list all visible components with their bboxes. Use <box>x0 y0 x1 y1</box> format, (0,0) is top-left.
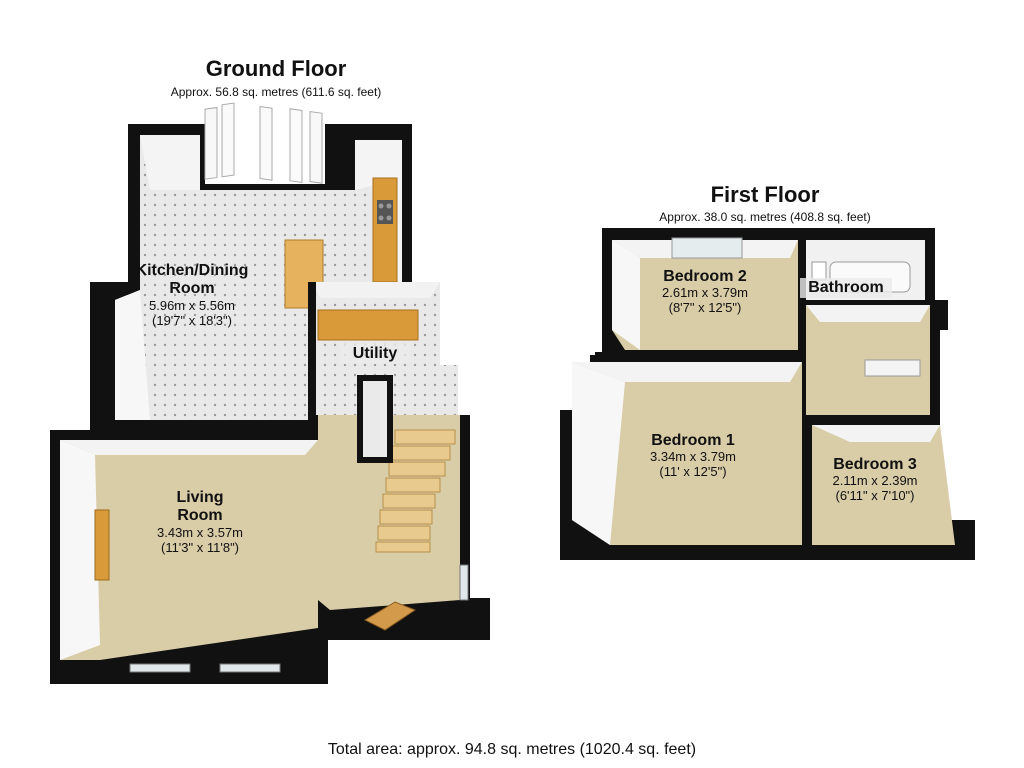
room-name: Bedroom 2 <box>663 268 747 285</box>
kitchen-dining-floor <box>115 135 402 420</box>
room-label-living-room: Living Room 3.43m x 3.57m (11'3" x 11'8"… <box>130 489 270 556</box>
room-label-bedroom-3: Bedroom 3 2.11m x 2.39m (6'11" x 7'10") <box>810 456 940 504</box>
room-name: Room <box>169 280 215 298</box>
room-label-bathroom: Bathroom <box>800 278 892 299</box>
room-dimensions-imperial: (11' x 12'5") <box>659 464 727 480</box>
utility-worktop <box>317 309 419 341</box>
room-name: Room <box>177 507 223 525</box>
room-dimensions-imperial: (11'3" x 11'8") <box>160 539 240 555</box>
room-dimensions-imperial: (6'11" x 7'10") <box>835 488 915 504</box>
bifold-doors <box>204 102 323 184</box>
room-dimensions-metric: 2.61m x 3.79m <box>662 285 748 301</box>
first-floor-plan <box>560 228 975 560</box>
hob <box>377 200 393 224</box>
front-door <box>363 601 417 631</box>
room-name: Bedroom 1 <box>651 432 735 449</box>
room-label-bedroom-1: Bedroom 1 3.34m x 3.79m (11' x 12'5") <box>628 432 758 480</box>
room-name: Kitchen/Dining <box>135 262 249 279</box>
ground-floor-area: Approx. 56.8 sq. metres (611.6 sq. feet) <box>170 85 382 99</box>
staircase <box>375 429 456 553</box>
room-dimensions-metric: 5.96m x 5.56m <box>149 297 235 313</box>
room-name: Bathroom <box>800 278 892 299</box>
first-floor-title: First Floor <box>710 182 820 207</box>
room-name: Bedroom 3 <box>833 456 917 473</box>
fireplace <box>94 509 110 581</box>
first-floor-area: Approx. 38.0 sq. metres (408.8 sq. feet) <box>659 210 871 224</box>
room-name: Utility <box>340 344 410 365</box>
living-room-floor <box>60 440 318 660</box>
room-dimensions-metric: 3.43m x 3.57m <box>157 524 243 540</box>
room-dimensions-metric: 3.34m x 3.79m <box>650 449 736 465</box>
total-area: Total area: approx. 94.8 sq. metres (102… <box>327 741 697 758</box>
ground-floor-title: Ground Floor <box>205 56 347 81</box>
room-name: Living <box>176 489 224 506</box>
ground-floor-plan <box>50 102 490 684</box>
kitchen-worktop <box>372 177 398 283</box>
room-dimensions-metric: 2.11m x 2.39m <box>832 473 918 489</box>
room-dimensions-imperial: (19'7" x 18'3") <box>152 312 232 328</box>
room-label-kitchen-dining: Kitchen/Dining Room 5.96m x 5.56m (19'7"… <box>122 262 262 329</box>
bedroom-3-floor <box>812 425 955 545</box>
room-dimensions-imperial: (8'7" x 12'5") <box>668 300 742 316</box>
bedroom-1-floor <box>572 362 802 545</box>
room-label-bedroom-2: Bedroom 2 2.61m x 3.79m (8'7" x 12'5") <box>640 268 770 316</box>
bedroom-2-floor <box>612 240 798 350</box>
room-label-utility: Utility <box>340 344 410 365</box>
